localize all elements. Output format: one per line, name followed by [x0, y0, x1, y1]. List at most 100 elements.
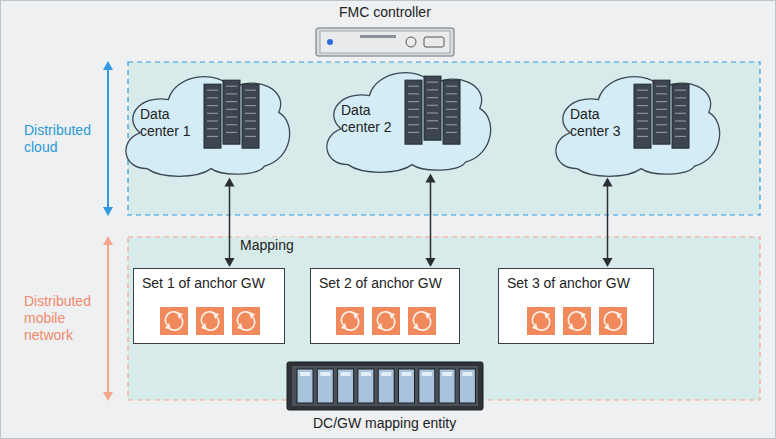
rack-slot — [446, 109, 457, 110]
mobile-span-arrow — [103, 236, 113, 401]
gw-cycle-head — [377, 323, 383, 330]
connector-line — [229, 186, 231, 259]
gw-cycle-head — [580, 312, 586, 319]
drive-bay-light — [320, 372, 330, 376]
rack-slot — [245, 90, 256, 91]
rack-slot — [656, 132, 667, 133]
rack-slot — [226, 124, 237, 125]
rack-slot — [656, 109, 667, 110]
rack-slot — [446, 116, 457, 117]
arrowhead — [603, 178, 613, 187]
rack-slot — [226, 93, 237, 94]
anchor-gw-icon — [527, 307, 555, 335]
rack-slot — [637, 120, 648, 121]
controller-label: FMC controller — [339, 4, 431, 21]
rack-slot — [675, 113, 686, 114]
gw-cycle-head — [213, 312, 219, 319]
anchor-gw-icon — [160, 307, 188, 335]
rack-slot — [408, 86, 419, 87]
rack-slot — [207, 97, 218, 98]
rack-slot — [245, 136, 256, 137]
rack-slot — [226, 86, 237, 87]
data-center-label: Data center 3 — [570, 106, 632, 140]
rack-slot — [408, 116, 419, 117]
network-band: Distributed cloud Data center 1 Data cente… — [20, 62, 764, 215]
drive-bay — [419, 369, 435, 403]
gw-cycle-head — [425, 312, 431, 319]
rack-slot — [427, 128, 438, 129]
set-label: Set 3 of anchor GW — [499, 269, 638, 292]
rack-slot — [427, 89, 438, 90]
cloud-band-outline — [128, 62, 760, 215]
rack-slot — [245, 120, 256, 121]
drive-bay — [317, 369, 333, 403]
drive-bay-light — [402, 372, 412, 376]
drive-bay — [358, 369, 374, 403]
rack-slot — [408, 101, 419, 102]
rack-slot — [207, 90, 218, 91]
gw-cycle-head — [165, 323, 171, 330]
rack-slot — [207, 113, 218, 114]
server-rack — [223, 80, 240, 144]
drive-bay-light — [462, 372, 472, 376]
rack-slot — [656, 124, 667, 125]
rack-slot — [446, 93, 457, 94]
rack-slot — [675, 120, 686, 121]
gw-cycle-head — [237, 323, 243, 330]
data-center-cloud: Data center 2 — [316, 52, 494, 180]
arrowhead — [426, 174, 436, 183]
rack-slot — [637, 113, 648, 114]
mapping-entity-label: DC/GW mapping entity — [313, 415, 456, 432]
rack-slot — [408, 124, 419, 125]
rack-slot — [226, 109, 237, 110]
anchor-gw-set-box: Set 1 of anchor GW — [133, 268, 285, 344]
gw-cycle-head — [413, 323, 419, 330]
rack-slot — [637, 128, 648, 129]
set-label: Set 1 of anchor GW — [134, 269, 273, 292]
rack-slot — [637, 136, 648, 137]
data-center-label: Data center 1 — [140, 106, 202, 140]
rack-slot — [656, 86, 667, 87]
mapping-entity-server-icon — [287, 362, 483, 410]
gw-cycle-head — [616, 312, 622, 319]
rack-slot — [245, 128, 256, 129]
rack-slot — [656, 93, 667, 94]
gw-cycle-head — [201, 323, 207, 330]
rack-slot — [408, 132, 419, 133]
arrowhead — [426, 258, 436, 267]
anchor-gw-icon — [336, 307, 364, 335]
anchor-gw-icon — [372, 307, 400, 335]
gw-icons — [311, 305, 461, 339]
mobile-band-outline — [128, 237, 760, 400]
rack-slot — [427, 120, 438, 121]
anchor-gw-icon — [599, 307, 627, 335]
band-label: Distributed cloud — [24, 122, 100, 156]
rack-slot — [637, 97, 648, 98]
server-rack — [653, 80, 670, 144]
rack-slot — [446, 132, 457, 133]
rack-slot — [675, 128, 686, 129]
cloud-outline — [556, 77, 720, 177]
gw-cycle-head — [177, 312, 183, 319]
fmc-server-icon — [316, 28, 454, 56]
cloud-outline — [126, 77, 290, 177]
data-center-cloud: Data center 1 — [115, 56, 293, 184]
rack-slot — [675, 136, 686, 137]
data-center-cloud: Data center 3 — [545, 56, 723, 184]
mapping-connector — [603, 178, 613, 267]
anchor-gw-icon — [408, 307, 436, 335]
gw-cycle-head — [532, 323, 538, 330]
rack-slot — [427, 82, 438, 83]
rack-slot — [656, 101, 667, 102]
drive-bay-light — [341, 372, 351, 376]
drive-bay-light — [361, 372, 371, 376]
rack-slot — [207, 105, 218, 106]
cloud-outline — [327, 73, 491, 173]
drive-bay-light — [300, 372, 310, 376]
arrowhead — [603, 258, 613, 267]
rack-slot — [245, 97, 256, 98]
server-rack — [634, 84, 651, 148]
network-band: Distributed mobile networkSet 1 of ancho… — [20, 237, 764, 400]
